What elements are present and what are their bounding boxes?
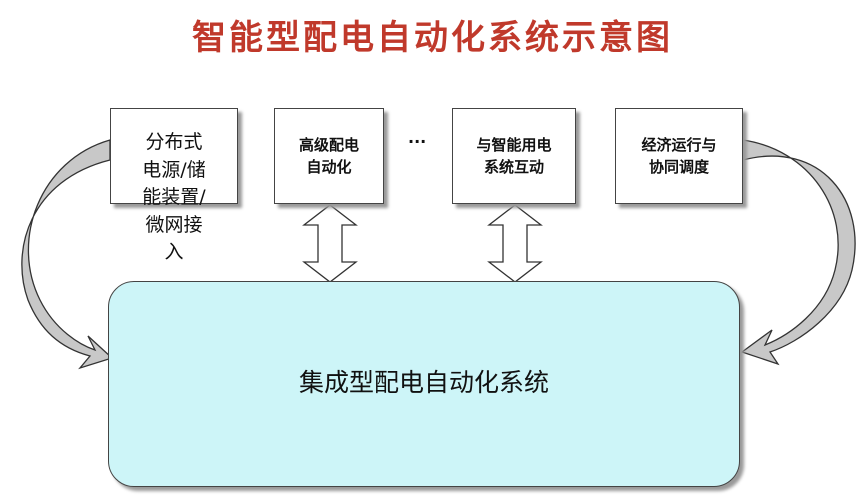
- box-line: 高级配电: [298, 135, 359, 154]
- box-line: 分布式: [145, 131, 203, 153]
- box-line: 与智能用电: [476, 135, 552, 154]
- box-line: 系统互动: [483, 158, 544, 176]
- box-line: 协同调度: [648, 158, 709, 176]
- advanced-automation-box: 高级配电 自动化: [274, 108, 384, 204]
- box-line: 能装置/: [142, 186, 206, 209]
- economic-dispatch-box: 经济运行与 协同调度: [615, 108, 743, 204]
- integrated-system-label: 集成型配电自动化系统: [298, 368, 549, 397]
- distributed-energy-box: 分布式 电源/储 能装置/ 微网接 入: [110, 108, 238, 263]
- box-line: 自动化: [306, 158, 352, 176]
- box-line: 电源/储: [142, 158, 206, 181]
- box-line: 微网接: [145, 213, 203, 236]
- diagram-title: 智能型配电自动化系统示意图: [192, 18, 673, 58]
- left-curved-arrow: [21, 139, 114, 370]
- smart-consumption-box: 与智能用电 系统互动: [452, 108, 576, 204]
- integrated-system-box: 集成型配电自动化系统: [108, 281, 740, 487]
- box-line: 入: [164, 241, 184, 264]
- double-arrow-3: [487, 204, 543, 283]
- right-curved-arrow: [740, 139, 856, 366]
- ellipsis: ···: [408, 132, 427, 151]
- box-line: 经济运行与: [641, 135, 717, 154]
- double-arrow-2: [302, 204, 358, 283]
